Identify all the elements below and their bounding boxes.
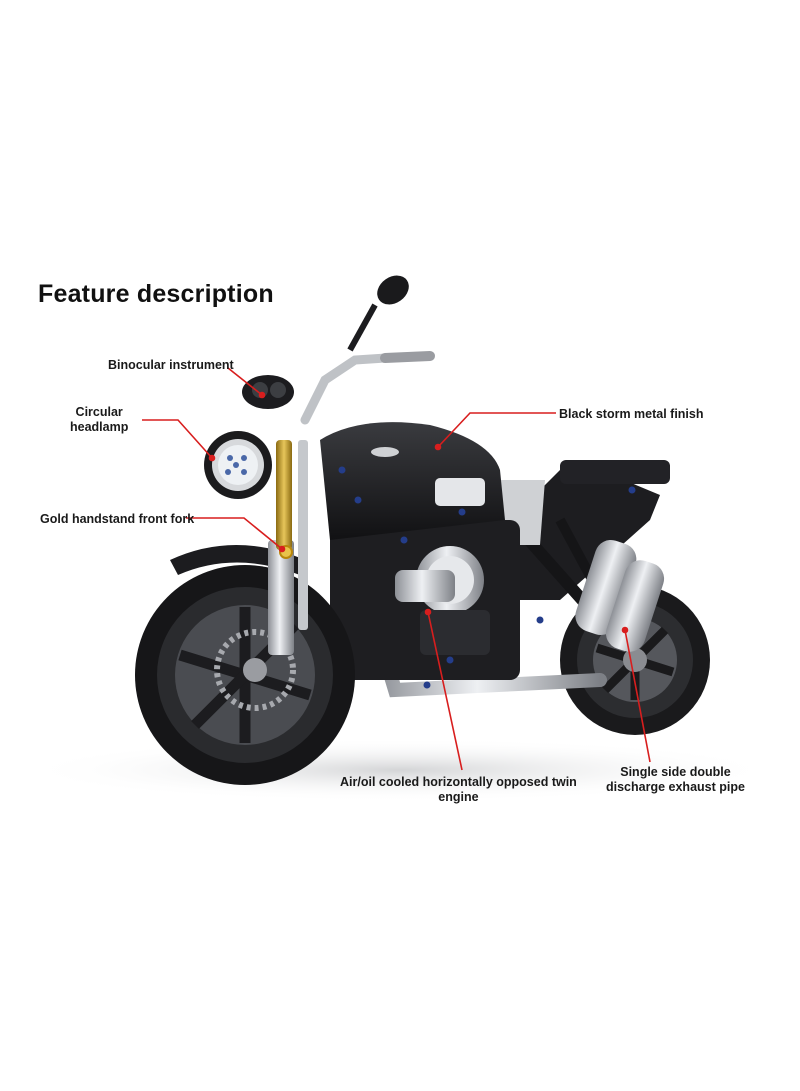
callout-line-headlamp <box>142 419 213 459</box>
label-storm-text: Black storm metal finish <box>559 407 704 421</box>
page-title: Feature description <box>38 280 274 308</box>
label-fork-text: Gold handstand front fork <box>40 512 195 526</box>
label-exhaust-line2: discharge exhaust pipe <box>606 780 745 794</box>
engine <box>330 520 520 680</box>
callout-line-exhaust <box>624 629 651 763</box>
headlamp <box>204 431 272 499</box>
callout-line-fork <box>186 517 283 550</box>
bolts <box>338 466 636 689</box>
label-exhaust: Single side double discharge exhaust pip… <box>606 765 745 795</box>
label-engine-line1: Air/oil cooled horizontally opposed twin <box>340 775 577 789</box>
handlebar <box>300 275 435 425</box>
label-binocular-instrument: Binocular instrument <box>108 358 234 373</box>
label-engine-line2: engine <box>438 790 479 804</box>
callout-line-engine <box>427 611 463 771</box>
callout-line-storm <box>437 412 556 448</box>
label-headlamp-line1: Circular <box>75 405 123 419</box>
label-circular-headlamp: Circular headlamp <box>70 405 128 435</box>
fuel-tank <box>320 422 505 540</box>
front-wheel <box>135 565 355 785</box>
label-headlamp-line2: headlamp <box>70 420 129 434</box>
label-gold-fork: Gold handstand front fork <box>40 512 194 527</box>
label-binocular-text: Binocular instrument <box>108 358 234 372</box>
callout-lines <box>142 367 651 771</box>
callout-line-binocular <box>227 367 263 396</box>
label-exhaust-line1: Single side double <box>620 765 731 779</box>
label-black-storm: Black storm metal finish <box>559 407 704 422</box>
label-engine: Air/oil cooled horizontally opposed twin… <box>340 775 577 805</box>
binocular-instrument <box>242 375 294 409</box>
front-fork <box>268 440 308 655</box>
